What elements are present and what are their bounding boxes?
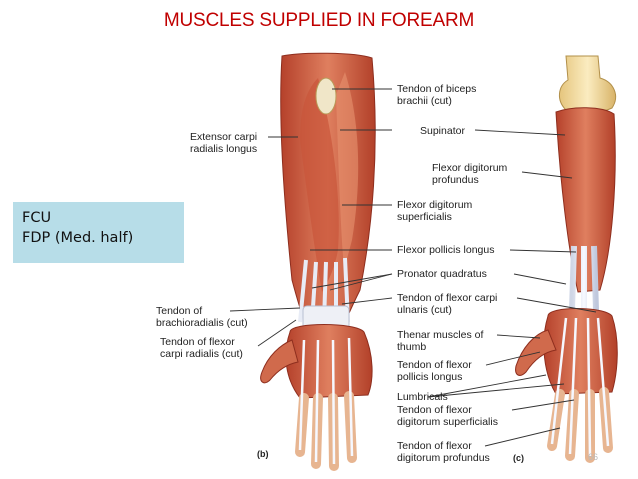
finger-tendons-b	[298, 337, 354, 465]
label-biceps-tendon-line1: Tendon of biceps	[397, 83, 477, 95]
label-fdp-tendon-line1: Tendon of flexor	[397, 440, 472, 452]
label-fds-tendon-line2: digitorum superficialis	[397, 416, 498, 428]
forearm-b	[260, 52, 376, 471]
forearm-b-muscle-band	[300, 78, 339, 292]
label-fcr-tendon: Tendon of flexor carpi radialis (cut)	[160, 336, 243, 360]
label-fcu-tendon-line2: ulnaris (cut)	[397, 304, 452, 316]
label-ecrl-line1: Extensor carpi	[190, 131, 258, 143]
label-fdp-line2: profundus	[432, 174, 479, 186]
leader-lines	[229, 88, 597, 447]
label-extensor-carpi-radialis-longus: Extensor carpi radialis longus	[190, 131, 257, 155]
label-flexor-digitorum-profundus: Flexor digitorum profundus	[432, 162, 507, 186]
label-fds-line1: Flexor digitorum	[397, 199, 473, 211]
forearm-c-outline	[555, 107, 616, 293]
label-flexor-digitorum-superficialis: Flexor digitorum superficialis	[397, 199, 472, 223]
label-fpl-tendon-line2: pollicis longus	[397, 371, 463, 383]
label-thenar-line1: Thenar muscles of	[397, 329, 484, 341]
label-flexor-pollicis-longus: Flexor pollicis longus	[397, 244, 495, 256]
label-br-tendon-line2: brachioradialis (cut)	[156, 317, 248, 329]
label-ecrl-line2: radialis longus	[190, 143, 258, 155]
label-biceps-tendon-line2: brachii (cut)	[397, 95, 452, 107]
panel-label-b: (b)	[257, 449, 269, 459]
panel-label-c: (c)	[513, 453, 524, 463]
label-fcu-tendon: Tendon of flexor carpi ulnaris (cut)	[397, 292, 497, 316]
label-fdp-line1: Flexor digitorum	[432, 162, 508, 174]
label-supinator: Supinator	[420, 125, 465, 137]
thumb-b	[260, 339, 299, 384]
forearm-b-muscle-band-2	[336, 72, 359, 270]
nerve-supply-box: FCU FDP (Med. half)	[13, 202, 184, 263]
label-fds-tendon: Tendon of flexor digitorum superficialis	[397, 404, 498, 428]
box-line-fcu: FCU	[22, 210, 52, 226]
label-thenar-line2: thumb	[397, 341, 427, 353]
forearm-b-tendons	[298, 257, 350, 323]
page-number: 66	[588, 452, 599, 462]
label-fds-line2: superficialis	[397, 211, 452, 223]
label-lumbricals: Lumbricals	[397, 391, 448, 403]
label-br-tendon-line1: Tendon of	[156, 305, 203, 317]
label-fdp-tendon-line2: digitorum profundus	[397, 452, 490, 464]
slide-title: MUSCLES SUPPLIED IN FOREARM	[163, 10, 475, 31]
box-line-fdp: FDP (Med. half)	[22, 230, 134, 246]
fingers-b	[295, 391, 357, 471]
label-biceps-tendon: Tendon of biceps brachii (cut)	[397, 83, 476, 107]
label-fpl-tendon-line1: Tendon of flexor	[397, 359, 472, 371]
finger-tendons-c	[550, 317, 610, 457]
label-fds-tendon-line1: Tendon of flexor	[397, 404, 472, 416]
hand-c	[543, 308, 618, 395]
label-fpl-tendon: Tendon of flexor pollicis longus	[397, 359, 472, 383]
label-fdp-tendon: Tendon of flexor digitorum profundus	[397, 440, 490, 464]
label-fcr-tendon-line2: carpi radialis (cut)	[160, 348, 243, 360]
forearm-c	[515, 55, 618, 463]
humerus-c	[559, 55, 616, 114]
label-fcr-tendon-line1: Tendon of flexor	[160, 336, 235, 348]
label-fcu-tendon-line1: Tendon of flexor carpi	[397, 292, 498, 304]
label-brachioradialis-tendon: Tendon of brachioradialis (cut)	[156, 305, 248, 329]
biceps-tendon-cut	[315, 77, 337, 115]
label-pronator-quadratus: Pronator quadratus	[397, 268, 487, 280]
fdp-c-tendons	[569, 245, 599, 311]
label-thenar-muscles: Thenar muscles of thumb	[397, 329, 483, 353]
hand-b	[285, 324, 373, 399]
